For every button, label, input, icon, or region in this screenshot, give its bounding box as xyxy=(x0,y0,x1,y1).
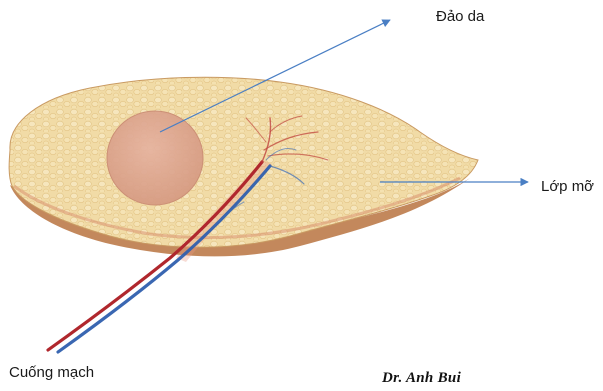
pedicle-label: Cuống mạch xyxy=(9,364,94,381)
fat-layer-label: Lớp mỡ xyxy=(541,178,594,195)
skin-island-label: Đảo da xyxy=(436,8,484,25)
author-signature: Dr. Anh Bui xyxy=(382,370,461,387)
fat-layer xyxy=(9,77,478,247)
skin-island xyxy=(107,111,203,205)
